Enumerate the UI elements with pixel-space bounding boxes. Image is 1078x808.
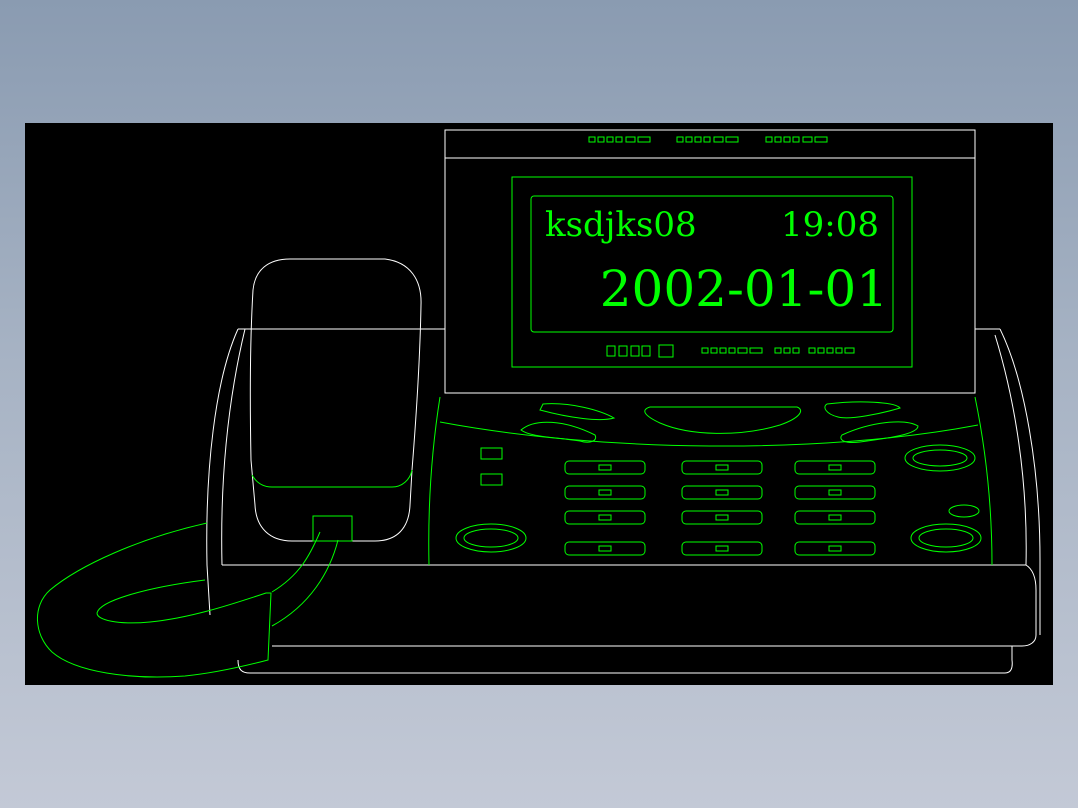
handset bbox=[249, 258, 422, 542]
speaker-button-left[interactable] bbox=[455, 523, 527, 553]
cad-viewport[interactable]: ksdjks08 19:08 2002-01-01 bbox=[25, 123, 1053, 685]
key-5[interactable] bbox=[681, 485, 763, 500]
lcd-caller-id: ksdjks08 bbox=[545, 205, 697, 245]
led-indicator-1 bbox=[480, 447, 503, 460]
key-star[interactable] bbox=[564, 541, 646, 556]
lcd-date: 2002-01-01 bbox=[600, 260, 888, 318]
key-1[interactable] bbox=[564, 460, 646, 475]
phone-drawing: ksdjks08 19:08 2002-01-01 bbox=[37, 129, 1041, 678]
key-3[interactable] bbox=[794, 460, 876, 475]
function-button-top-right[interactable] bbox=[904, 444, 976, 472]
soft-key-left[interactable] bbox=[539, 403, 616, 421]
function-button-bottom-right[interactable] bbox=[910, 523, 982, 553]
handset-body bbox=[249, 258, 422, 542]
key-2[interactable] bbox=[681, 460, 763, 475]
small-button-right[interactable] bbox=[948, 504, 980, 518]
led-indicator-2 bbox=[480, 473, 503, 486]
handset-cord-socket bbox=[312, 515, 353, 542]
display-housing bbox=[444, 129, 976, 394]
key-grid bbox=[564, 460, 876, 556]
coil-cord bbox=[37, 522, 339, 678]
soft-key-right[interactable] bbox=[824, 401, 901, 419]
lcd-screen bbox=[530, 195, 894, 333]
key-8[interactable] bbox=[681, 510, 763, 525]
key-6[interactable] bbox=[794, 485, 876, 500]
key-9[interactable] bbox=[794, 510, 876, 525]
keypad-area bbox=[428, 396, 993, 566]
nav-key-right[interactable] bbox=[840, 421, 919, 443]
top-indicator-strip bbox=[588, 136, 828, 143]
key-0[interactable] bbox=[681, 541, 763, 556]
display-panel: ksdjks08 19:08 2002-01-01 bbox=[444, 129, 976, 394]
nav-key-left[interactable] bbox=[520, 421, 597, 443]
key-7[interactable] bbox=[564, 510, 646, 525]
lcd-bezel bbox=[511, 176, 913, 368]
key-hash[interactable] bbox=[794, 541, 876, 556]
soft-key-center[interactable] bbox=[644, 406, 802, 434]
key-4[interactable] bbox=[564, 485, 646, 500]
lcd-time: 19:08 bbox=[781, 205, 879, 245]
bottom-indicator-strip bbox=[606, 344, 855, 358]
phone-base bbox=[206, 328, 1041, 674]
